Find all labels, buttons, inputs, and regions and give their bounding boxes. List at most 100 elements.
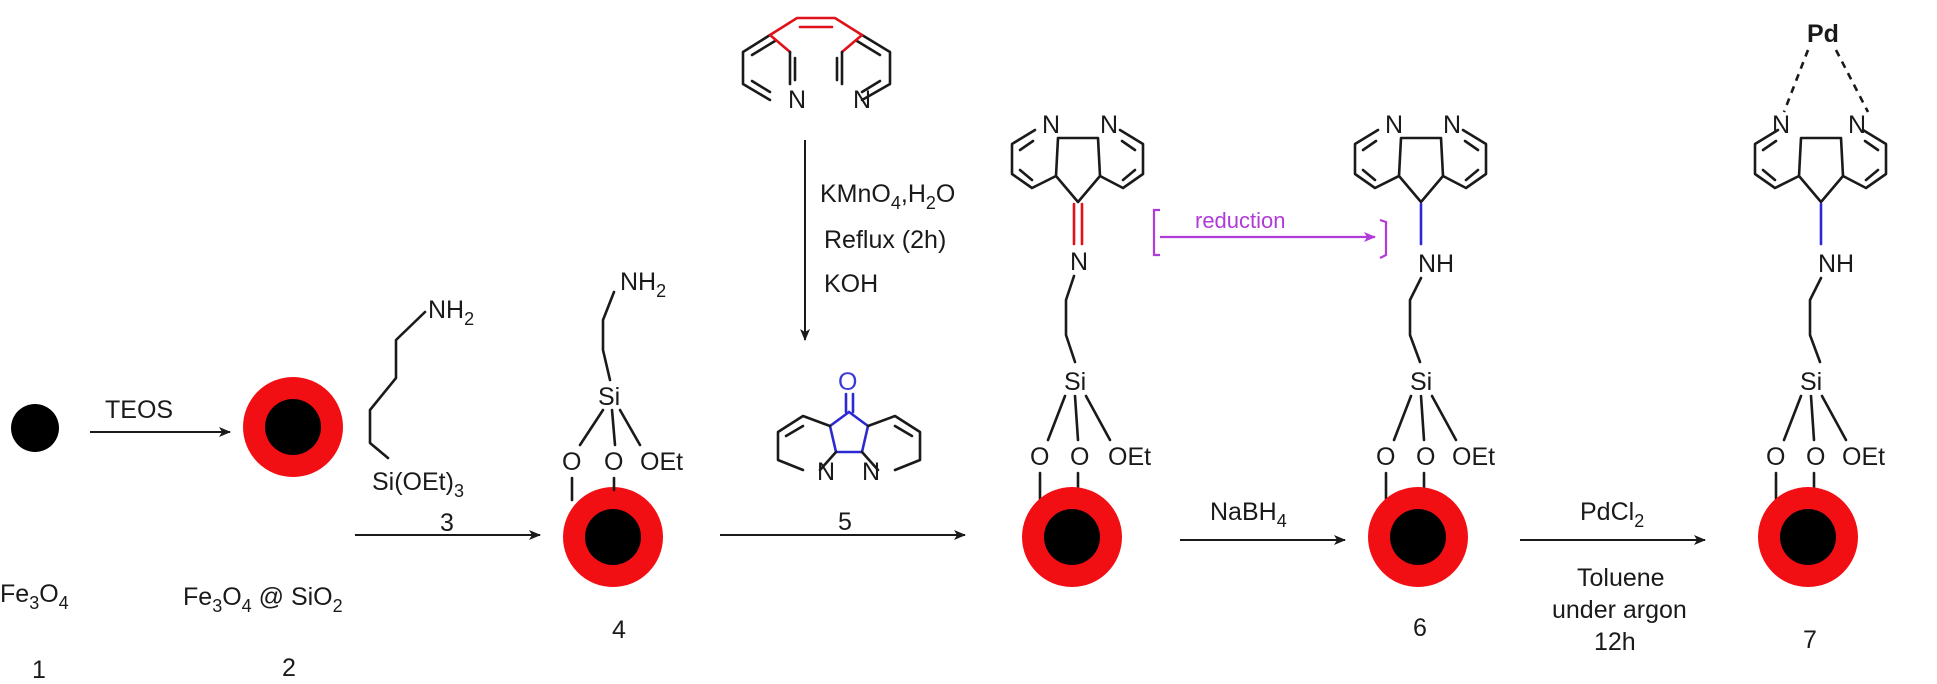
compound-2-number: 2 [282,654,296,682]
right-ring [860,414,922,472]
propyl-chain [601,290,616,382]
inner-bonds [788,50,844,86]
right-bracket [1379,218,1388,259]
right-ring [855,33,892,102]
nitrogen-label: N [1772,111,1790,139]
compound-5-number: 5 [838,508,852,536]
reagent-time: 12h [1594,628,1636,656]
compound-1: Fe3O4 1 [0,404,69,684]
reagent-koh: KOH [824,270,878,298]
five-ring [1797,136,1845,204]
left-ring [1353,128,1401,190]
compound-7: Pd N N NH Si O O OEt 7 [1753,20,1888,654]
five-ring [1397,136,1445,204]
nitrogen-label: N [1443,111,1461,139]
nitrogen-label: N [1042,111,1060,139]
right-ring [1098,128,1145,190]
nitrogen-label: N [1385,111,1403,139]
central-ring [768,16,864,54]
fe3o4-core [11,404,59,452]
compound-1-number: 1 [32,656,46,684]
ketone-and-five-ring [828,392,870,454]
silicon-label: Si [1064,368,1086,396]
reagent-nabh4: NaBH4 [1210,498,1287,531]
nitrogen-label: N [853,86,871,114]
fe3o4-core [265,399,321,455]
nitrogen-label: N [788,86,806,114]
oxygen-label: O [562,448,581,476]
reagent-kmno4: KMnO4,H2O [820,180,955,213]
reduction-annotation: reduction [1152,208,1388,259]
imine-intermediate: N N N Si O O OEt [1010,111,1151,587]
si-o-bonds [1046,394,1112,442]
reagent-teos: TEOS [105,396,173,424]
imine-nitrogen-label: N [1070,248,1088,276]
ethoxy-label: OEt [640,448,683,476]
compound-4-number: 4 [612,616,626,644]
silicon-label: Si [598,383,620,411]
five-ring [1054,136,1102,204]
o-surface-bonds [1038,471,1080,502]
propyl-chain [368,310,427,460]
compound-1-formula: Fe3O4 [0,580,69,613]
reagent-pdcl2: PdCl2 [1580,498,1644,531]
o-surface-bonds [1774,471,1816,502]
si-o-bonds [1782,394,1848,442]
compound-3-aminopropyl-silane: NH2 Si(OEt)3 3 [368,296,474,537]
right-ring [1441,128,1488,190]
o-surface-bonds [570,476,616,502]
propyl-chain [1408,276,1423,364]
o-surface-bonds [1384,471,1426,502]
compound-6-number: 6 [1413,614,1427,642]
compound-7-number: 7 [1803,626,1817,654]
oxygen-label: O [1806,443,1825,471]
compound-6: N N NH Si O O OEt 6 [1353,111,1495,642]
pd-n-coordination [1782,49,1810,113]
oxygen-label: O [604,448,623,476]
left-ring [776,414,838,472]
silicon-label: Si [1800,368,1822,396]
compound-4: NH2 Si O O OEt 4 [562,268,683,644]
pd-n-coordination [1834,49,1870,113]
reagent-reflux: Reflux (2h) [824,226,946,254]
oxygen-label: O [1766,443,1785,471]
fe3o4-core [1390,509,1446,565]
si-o-bonds [1392,394,1458,442]
ethoxy-label: OEt [1452,443,1495,471]
left-bracket [1152,208,1160,257]
amine-label: NH2 [428,296,474,329]
left-ring [1010,128,1058,190]
fe3o4-core [1780,509,1836,565]
amine-nh-label: NH [1818,250,1854,278]
propyl-chain [1808,276,1823,364]
propyl-chain [1064,274,1077,364]
right-ring [1841,128,1888,190]
phenanthroline: N N [741,16,892,114]
reagent-toluene: Toluene [1577,564,1665,592]
silane-label: Si(OEt)3 [372,468,464,501]
oxygen-label: O [1070,443,1089,471]
nitrogen-label: N [1100,111,1118,139]
left-ring [1753,128,1801,190]
silicon-label: Si [1410,368,1432,396]
ethoxy-label: OEt [1108,443,1151,471]
compound-2: Fe3O4 @ SiO2 2 [183,377,343,682]
palladium-label: Pd [1807,20,1839,48]
compound-3-number: 3 [440,509,454,537]
compound-2-formula: Fe3O4 @ SiO2 [183,583,343,616]
nitrogen-label: N [817,458,835,486]
amine-nh-label: NH [1418,250,1454,278]
ethoxy-label: OEt [1842,443,1885,471]
reagent-argon: under argon [1552,596,1687,624]
imine-double-bond [1072,202,1084,246]
fe3o4-core [585,509,641,565]
nitrogen-label: N [862,458,880,486]
left-ring [741,33,777,102]
reduction-label: reduction [1195,208,1286,233]
nitrogen-label: N [1848,111,1866,139]
si-o-bonds [578,408,642,447]
compound-5-diazafluorenone: O N N 5 [776,368,922,536]
oxygen-label: O [1376,443,1395,471]
fe3o4-core [1044,509,1100,565]
